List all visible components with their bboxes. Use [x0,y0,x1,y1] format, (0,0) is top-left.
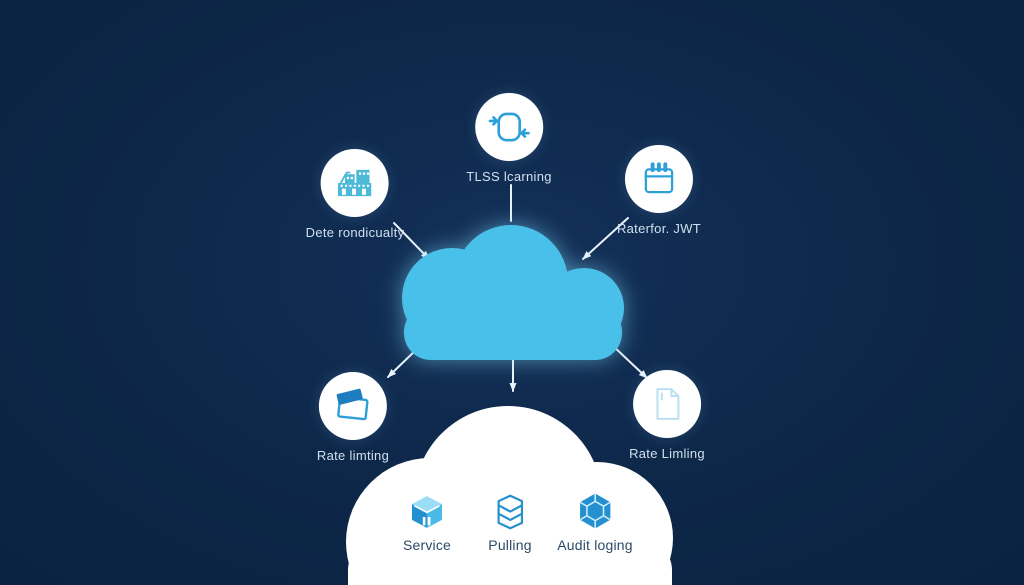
arrow-cloud-to-bottomright [610,343,648,379]
node-bottom-left: Rate limting [317,372,389,463]
node-label: Rate Limling [629,446,705,461]
node-label: Dete rondicualty [305,225,405,240]
node-bottom-right: Rate Limling [629,370,705,461]
arrow-topright-to-cloud [582,217,629,260]
node-label: Rate limting [316,448,390,463]
calendar-icon [644,162,674,194]
cloud-item-label: Service [402,537,452,553]
node-circle [319,372,387,440]
document-icon [656,388,680,420]
node-label: Raterfor. JWT [616,221,702,236]
node-top-center: TLSS lcarning [466,93,552,184]
layers-stack-icon [497,494,523,530]
envelope-icon [336,388,369,421]
cloud-item-label: Pulling [488,537,532,553]
arrow-topleft-to-cloud [393,222,430,260]
cube-icon [412,496,442,528]
node-circle [475,93,543,161]
cloud-item-audit: Audit loging [557,490,633,553]
node-top-left: Dete rondicualty [306,149,405,240]
factory-icon [338,169,372,197]
cloud-item-service: Service [403,492,451,553]
node-circle [321,149,389,217]
cloud-item-label: Audit loging [557,537,633,553]
node-circle [624,145,693,213]
node-top-right: Raterfor. JWT [617,145,701,236]
sync-arrows-icon [488,112,530,142]
node-label: TLSS lcarning [466,169,552,184]
central-cloud-shape [402,225,624,360]
hexagon-mesh-icon [579,493,611,529]
node-circle [632,370,701,438]
cloud-item-pulling: Pulling [488,492,532,553]
